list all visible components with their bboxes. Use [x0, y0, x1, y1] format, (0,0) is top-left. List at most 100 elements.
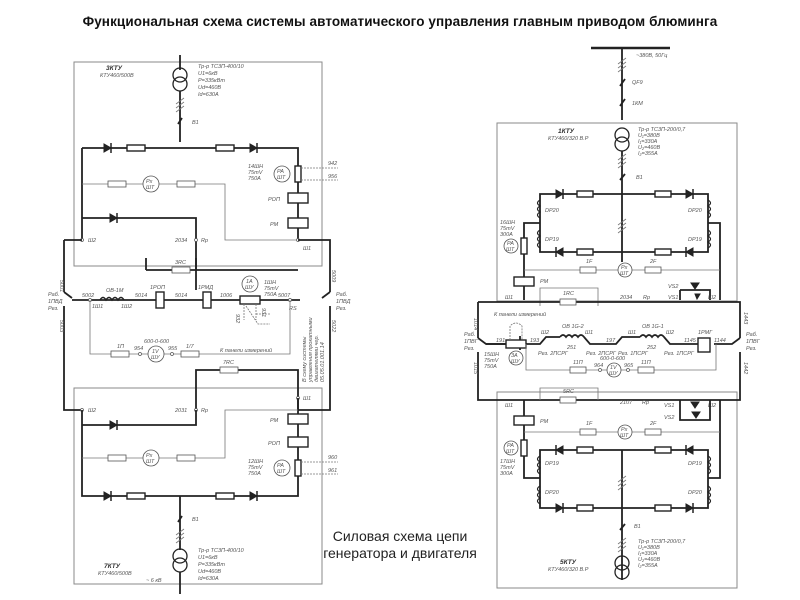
relay-coil-1rop: [155, 291, 165, 309]
reference-note: В схему системы управления прокатными дв…: [302, 317, 326, 383]
fuse-icon: [576, 248, 594, 256]
winding-label: ОВ 1G-2: [562, 324, 584, 330]
fuse-icon: [215, 144, 235, 152]
tr-spec: U1=6кВ: [198, 71, 218, 77]
terminal-label: Ш2: [541, 330, 549, 336]
voltmeter-icon: [606, 362, 622, 378]
relay-label: РОП: [268, 441, 280, 447]
thyristor-icon: [109, 420, 119, 430]
fuse-icon: [180, 350, 200, 358]
shunt-label: 12ШН: [248, 459, 263, 465]
fuse-icon: [654, 190, 672, 198]
wire-label: 964: [594, 363, 603, 369]
caption-line: Силовая схема цепи: [332, 528, 468, 544]
terminal-label: Ш1: [505, 403, 513, 409]
terminal-label: Ш2: [88, 408, 96, 414]
reactor-label: DP19: [688, 461, 702, 467]
switch-label: Рез.: [336, 306, 347, 312]
relay-label: РОП: [268, 197, 280, 203]
meter-label: РА: [507, 443, 514, 449]
fuse-icon: [644, 266, 662, 274]
reactor-icon-dp20: [536, 485, 542, 505]
meter-icon: [142, 175, 160, 193]
terminal-label: Rр: [643, 295, 650, 301]
reactor-icon-dp20: [536, 199, 542, 219]
shunt-label: 75mV: [248, 170, 264, 176]
relay-coil-rop: [287, 192, 309, 204]
shunt-label: 750A: [264, 292, 277, 298]
switch-icon-b1-bottom: [177, 515, 183, 523]
supply-label: ~380В, 50Гц: [636, 53, 667, 59]
shunt-label: 750A: [248, 176, 261, 182]
ammeter-icon: [508, 350, 524, 366]
meter-label: Рх: [146, 179, 153, 185]
relay-label: 1РОП: [150, 285, 165, 291]
ammeter-icon: [241, 275, 259, 293]
wire-label: 2107: [619, 400, 633, 406]
tr-spec: Тр-р ТС3П-400/10: [198, 64, 245, 70]
tr-spec: I₁=330А: [638, 551, 658, 557]
tr-spec: I₂=355А: [638, 151, 658, 157]
tr-spec: Id=630А: [198, 576, 219, 582]
three-phase-mark-icon: [175, 97, 185, 113]
unit-model-5ktu: КТУ460/320 В.Р: [548, 567, 589, 573]
wire-label: 1443: [742, 312, 748, 325]
wire-label: 1145: [684, 338, 697, 344]
meter-label: ШТ: [277, 469, 286, 475]
relay-label: РМ: [540, 419, 549, 425]
ammeter-icon: [273, 165, 291, 183]
thyristor-icon-vs1: [694, 293, 701, 301]
fuse-label: 1F: [586, 259, 593, 265]
meter-label: Рх: [146, 453, 153, 459]
ammeter-icon: [273, 459, 291, 477]
thyristor-icon: [554, 445, 564, 455]
switch-label: В1: [634, 524, 641, 530]
ammeter-icon: [503, 238, 519, 254]
meter-icon: [617, 262, 633, 278]
unit-name-5ktu: 5КТУ: [560, 559, 577, 566]
voltmeter-icon: [147, 345, 165, 363]
resistor-3rc: [171, 266, 191, 274]
scale-label: 600-0-600: [600, 356, 626, 362]
resistor-label: 3RC: [175, 260, 186, 266]
wire-label: 2034: [619, 295, 632, 301]
fuse-icon: [637, 366, 655, 374]
contactor-icon-1km: [619, 98, 626, 107]
terminal-label: Ш1: [303, 246, 311, 252]
thyristor-icon: [249, 143, 259, 153]
right-schematic: ~380В, 50Гц QF9 1КМ В1 1КТУ КТУ460/320 В…: [464, 46, 761, 589]
meter-label: РА: [277, 463, 284, 469]
wire-label: 5003: [58, 320, 64, 333]
shunt-icon: [294, 459, 302, 477]
terminal-label: 1Ш1: [92, 304, 103, 310]
supply-label: ~ 6 кВ: [146, 578, 162, 584]
panel-label: К панели измерений: [220, 347, 272, 354]
field-winding-icon: [99, 296, 125, 302]
three-phase-mark-icon: [175, 528, 185, 544]
caption-line: генератора и двигателя: [323, 545, 477, 561]
thyristor-icon-vs2: [691, 411, 701, 419]
note-line: 05.05.01.001.14: [320, 342, 326, 382]
terminal-label: Rр: [201, 408, 208, 414]
switch-label: Раб.: [464, 332, 475, 338]
terminal-label: 1Ш2: [121, 304, 132, 310]
shunt-label: 750A: [484, 364, 497, 370]
tr-spec: I₁=330А: [638, 139, 658, 145]
meter-label: ШУ: [609, 371, 618, 377]
thyristor-label: VS1: [664, 403, 674, 409]
wire-label: 942: [328, 161, 337, 167]
wire-label: 5014: [135, 293, 147, 299]
fuse-icon: [110, 350, 130, 358]
shunt-label: 14ШН: [248, 164, 263, 170]
switch-icon-b1-top: [177, 117, 183, 125]
meter-icon: [142, 449, 160, 467]
unit-name-7ktu: 7КТУ: [104, 563, 121, 570]
terminal-label: Rр: [201, 238, 208, 244]
wire-label: 932: [234, 314, 240, 323]
tr-spec: Ud=460В: [198, 85, 221, 91]
fuse-icon: [654, 504, 672, 512]
terminal-label: Ш1: [303, 396, 311, 402]
shunt-icon: [294, 165, 302, 183]
fuse-icon: [576, 446, 594, 454]
reactor-label: DP19: [545, 237, 559, 243]
